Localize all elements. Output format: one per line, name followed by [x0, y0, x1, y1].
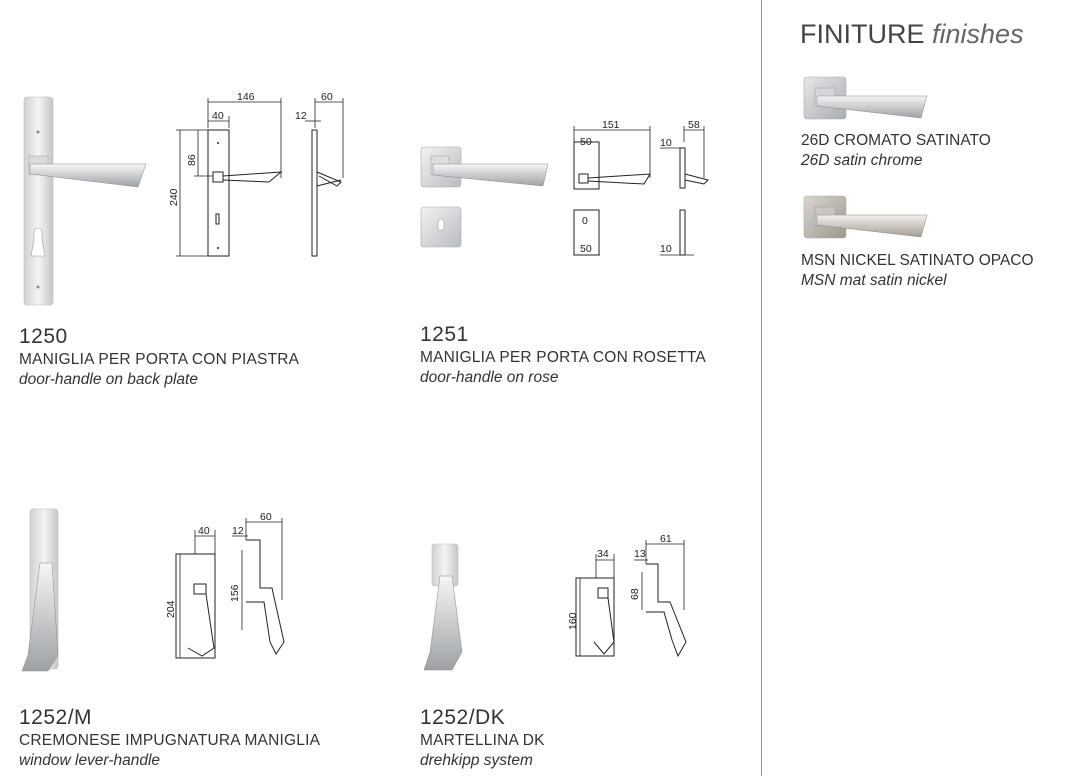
product-1252m-photo	[18, 505, 68, 675]
dim-1251-width-label: 151	[602, 119, 620, 131]
dim-1252m-b: 156	[229, 584, 241, 602]
dim-1250-a: 40	[212, 110, 224, 122]
finish-name-en: 26D satin chrome	[801, 152, 923, 169]
dim-1250-b: 86	[186, 154, 198, 166]
product-code: 1250	[19, 325, 68, 348]
product-name-en: door-handle on rose	[420, 369, 559, 386]
column-divider	[761, 0, 762, 776]
finish-swatch-nickel	[803, 195, 931, 241]
product-1250-photo	[18, 92, 153, 307]
product-1252dk-photo	[418, 540, 473, 675]
dim-1252dk-b: 68	[629, 588, 641, 600]
product-1251-drawing: 1252/M 151 50 58 10 0 50 10	[560, 118, 720, 263]
finishes-title-en: finishes	[932, 19, 1024, 49]
dim-1251-depth: 58	[688, 119, 700, 131]
dim-1252dk-height: 160	[567, 612, 579, 630]
product-name-it: MANIGLIA PER PORTA CON ROSETTA	[420, 349, 706, 366]
product-name-it: MARTELLINA DK	[420, 732, 545, 749]
product-code: 1251	[420, 323, 469, 346]
dim-1250-c: 12	[295, 110, 307, 122]
finish-name-it: MSN NICKEL SATINATO OPACO	[801, 252, 1034, 269]
product-name-en: window lever-handle	[19, 752, 161, 769]
dim-1252m-height: 204	[165, 600, 177, 618]
dim-1252dk-depth: 61	[660, 533, 672, 545]
finish-swatch-chrome	[803, 76, 931, 122]
finishes-title-it: FINITURE	[800, 19, 925, 49]
dim-1252m-c: 12	[232, 525, 244, 537]
dim-1251-a: 50	[580, 136, 592, 148]
dim-1251-e: 10	[660, 243, 672, 255]
product-code: 1252/M	[19, 706, 93, 729]
dim-1251-zero: 0	[582, 215, 588, 227]
dim-1252dk-a: 34	[597, 548, 609, 560]
product-name-it: CREMONESE IMPUGNATURA MANIGLIA	[19, 732, 321, 749]
dim-1251-d: 50	[580, 243, 592, 255]
product-1251-photo	[415, 142, 555, 257]
product-name-en: drehkipp system	[420, 752, 533, 769]
dim-1252m-depth: 60	[260, 511, 272, 523]
dim-1250-height: 240	[168, 188, 180, 206]
product-1250-drawing: 146 40 240 86 60 12	[165, 88, 365, 263]
product-1252m-drawing: 40 204 12 60 156	[160, 510, 300, 660]
product-name-en: door-handle on back plate	[19, 371, 198, 388]
finishes-title: FINITURE finishes	[800, 19, 1024, 50]
dim-1252dk-c: 13	[634, 548, 646, 560]
dim-1250-width: 146	[237, 91, 255, 103]
product-name-it: MANIGLIA PER PORTA CON PIASTRA	[19, 351, 300, 368]
finish-name-it: 26D CROMATO SATINATO	[801, 132, 991, 149]
finish-name-en: MSN mat satin nickel	[801, 272, 947, 289]
dim-1251-c: 10	[660, 137, 672, 149]
product-code: 1252/DK	[420, 706, 506, 729]
dim-1250-depth: 60	[321, 91, 333, 103]
product-1252dk-drawing: 34 160 13 61 68	[560, 530, 700, 660]
dim-1252m-a: 40	[198, 525, 210, 537]
